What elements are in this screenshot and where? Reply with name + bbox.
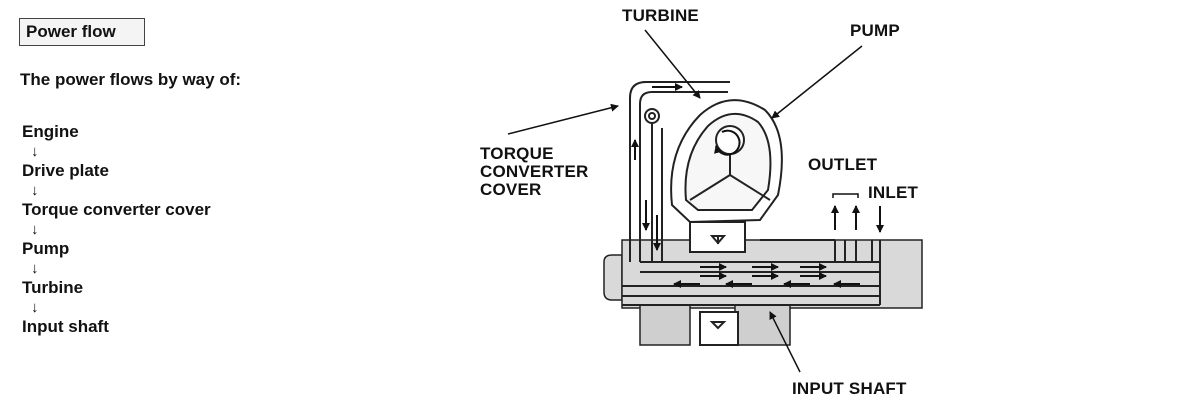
pump-label: PUMP: [850, 21, 900, 40]
stator-shape: [689, 221, 746, 346]
leader-lines: [507, 29, 863, 373]
power-flow-list: Engine ↓ Drive plate ↓ Torque converter …: [22, 122, 211, 337]
torque-converter-cover-shape: [629, 81, 730, 262]
flow-step-torque-converter-cover: Torque converter cover: [22, 200, 211, 219]
outlet-label: OUTLET: [808, 155, 878, 174]
down-arrow-icon: ↓: [31, 260, 39, 277]
flow-step-input-shaft: Input shaft: [22, 317, 109, 336]
torque-converter-cover-label: TORQUE CONVERTER COVER: [480, 144, 589, 199]
flow-arrows: [631, 83, 884, 288]
down-arrow-icon: ↓: [31, 299, 39, 316]
rotation-arrow-icon: [714, 129, 741, 156]
flow-step-pump: Pump: [22, 239, 70, 258]
down-arrow-icon: ↓: [31, 221, 39, 238]
flow-step-engine: Engine: [22, 122, 79, 141]
intro-text: The power flows by way of:: [20, 70, 242, 89]
input-shaft-label: INPUT SHAFT: [792, 379, 907, 398]
pump-turbine-shape: [670, 99, 783, 224]
outlet-bracket: [832, 193, 859, 198]
flow-step-drive-plate: Drive plate: [22, 161, 109, 180]
turbine-label: TURBINE: [622, 6, 699, 25]
inlet-label: INLET: [868, 183, 919, 202]
section-title: Power flow: [19, 18, 145, 46]
down-arrow-icon: ↓: [31, 182, 39, 199]
down-arrow-icon: ↓: [31, 143, 39, 160]
flow-step-turbine: Turbine: [22, 278, 84, 297]
